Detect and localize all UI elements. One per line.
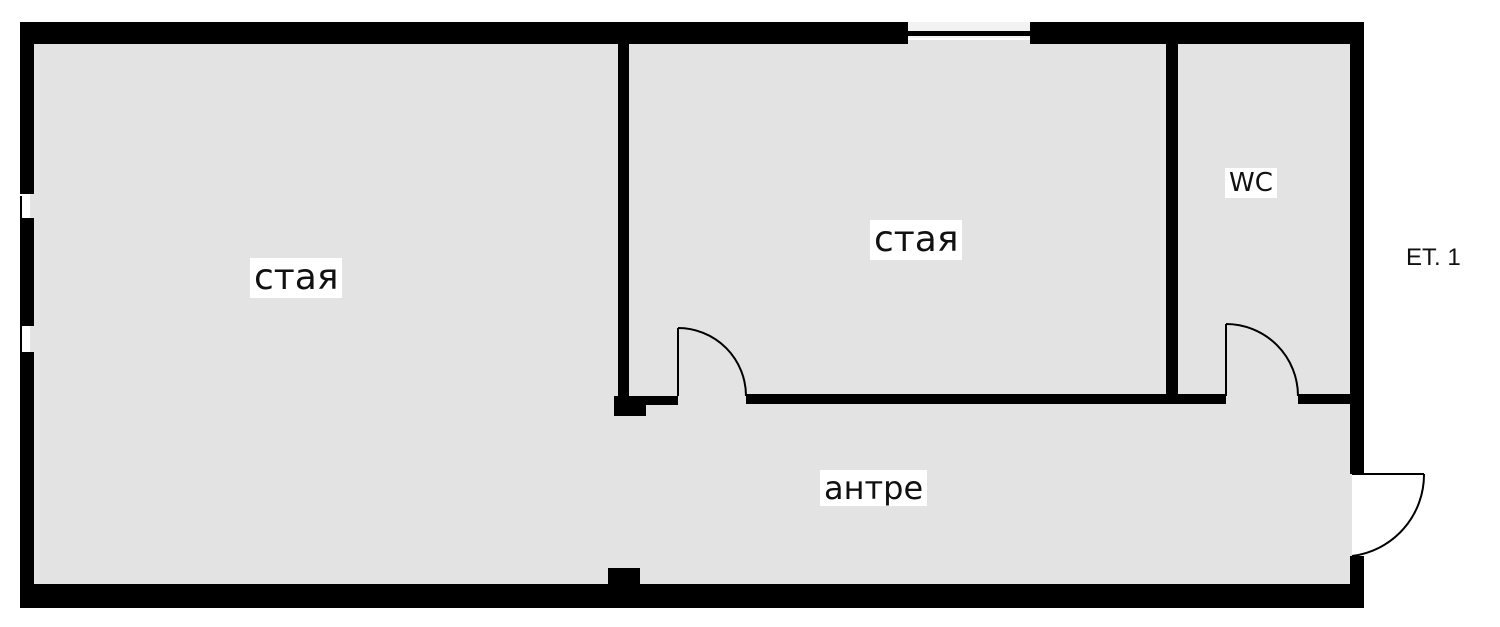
room-label-middle: стая xyxy=(870,220,963,260)
wall-top-right xyxy=(1030,22,1364,44)
door-room-middle xyxy=(677,327,747,397)
wall-corridor-left xyxy=(646,396,678,405)
room-label-hallway: антре xyxy=(820,470,928,506)
wall-right-top xyxy=(1350,22,1364,398)
floor-area xyxy=(30,40,1355,588)
wall-corridor-stub xyxy=(614,396,646,416)
window-top xyxy=(908,22,1030,38)
wall-wc-divider xyxy=(1166,44,1178,398)
floor-label: ЕТ. 1 xyxy=(1406,244,1461,271)
window-left xyxy=(20,196,22,352)
interior-walls xyxy=(608,44,1350,588)
wall-bottom xyxy=(20,584,1364,608)
outer-walls xyxy=(20,22,1364,608)
door-wc xyxy=(1225,323,1299,397)
wall-left-bottom xyxy=(20,352,34,608)
wall-bottom-stub xyxy=(608,568,640,588)
door-entrance xyxy=(1351,473,1426,557)
room-label-wc: WC xyxy=(1225,168,1277,198)
wall-right-bottom xyxy=(1350,556,1364,608)
wall-right-mid xyxy=(1350,394,1364,474)
wall-left-top xyxy=(20,22,34,194)
wall-corridor-right xyxy=(1298,394,1350,404)
wall-room-divider xyxy=(618,44,629,404)
wall-left-mid xyxy=(20,218,34,326)
room-label-left: стая xyxy=(250,258,343,298)
wall-corridor-mid xyxy=(746,394,1226,404)
wall-top-left xyxy=(20,22,908,44)
